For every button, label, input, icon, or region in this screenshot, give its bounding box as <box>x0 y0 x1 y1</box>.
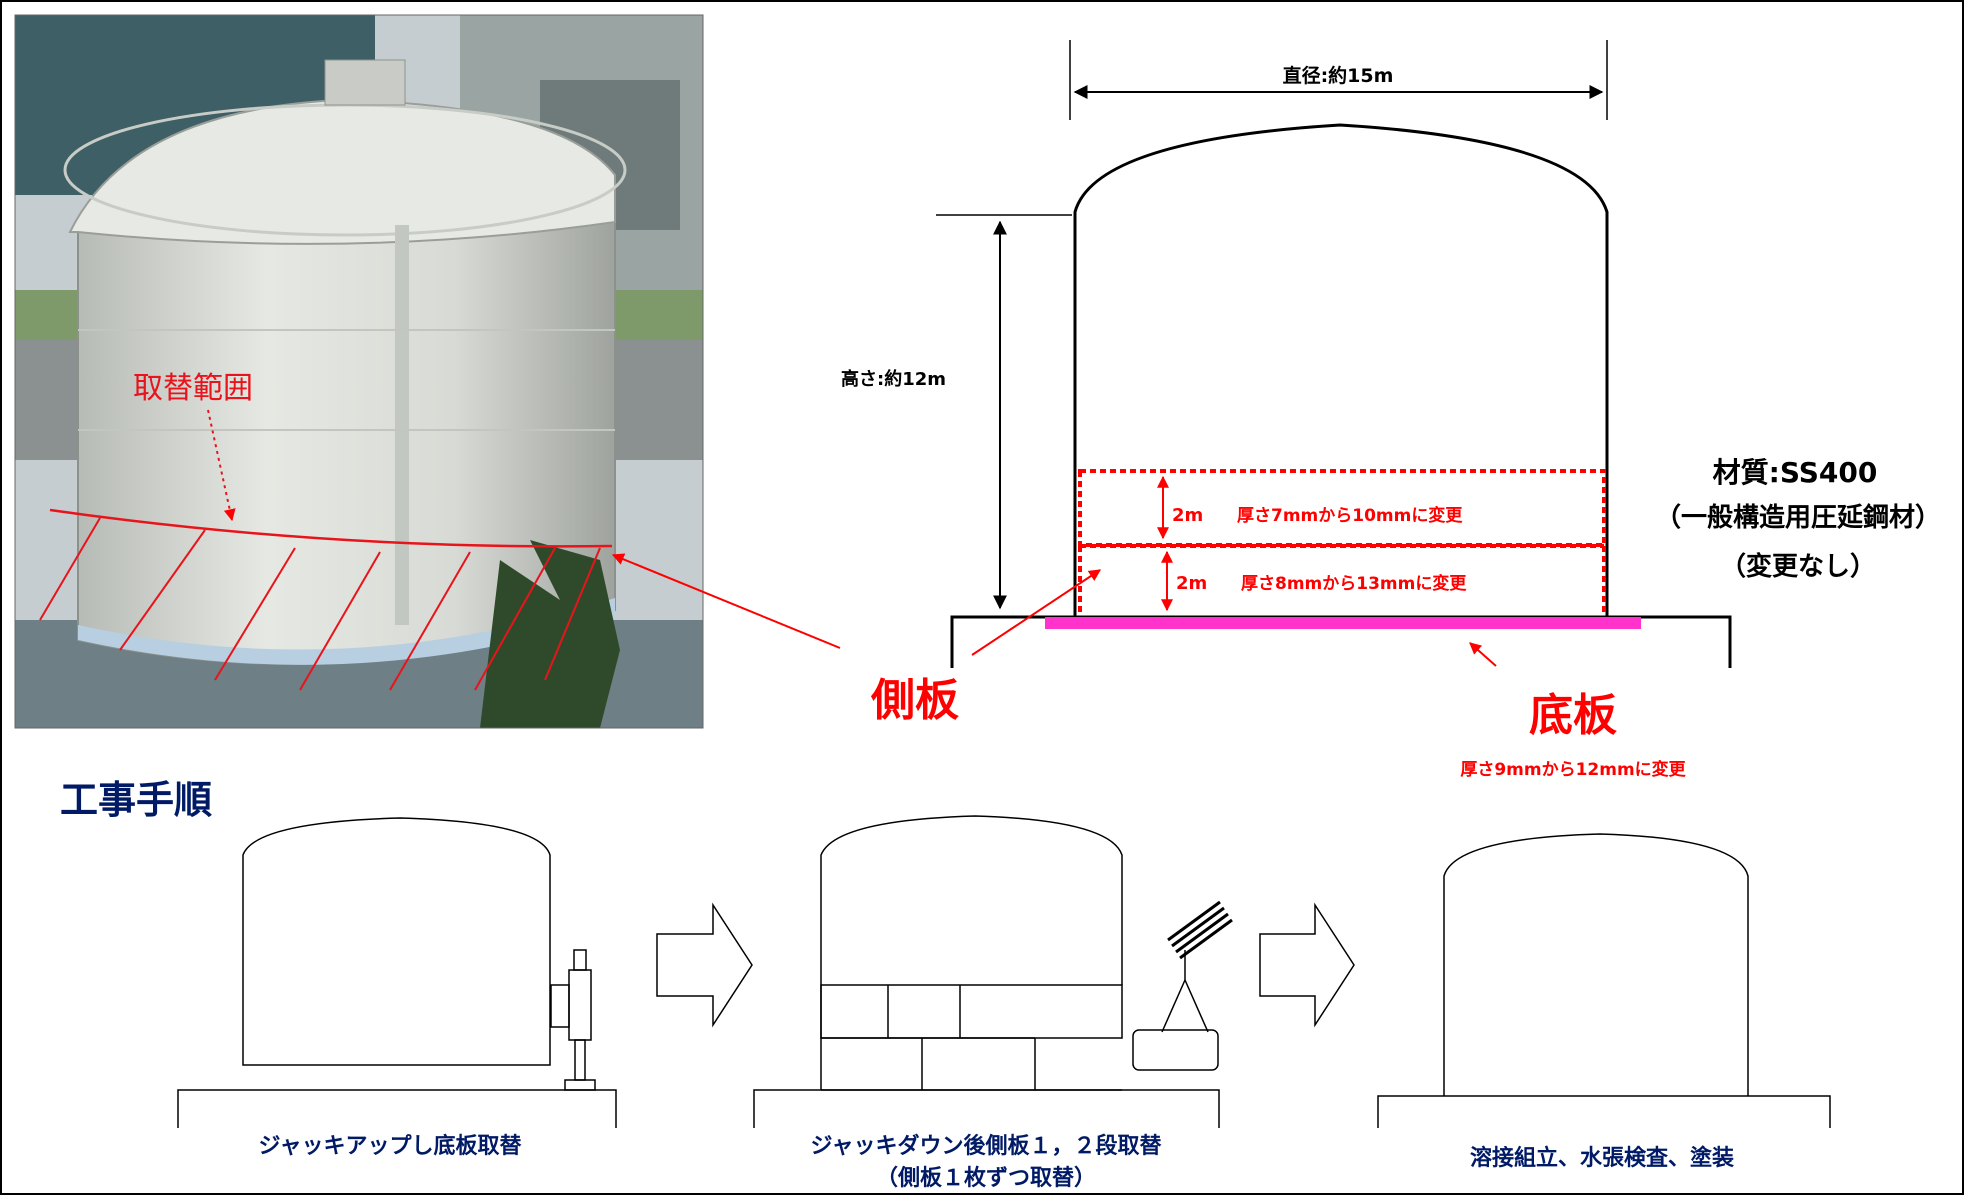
material-unchanged: （変更なし） <box>1720 551 1876 582</box>
step-3-tank <box>1443 833 1749 1096</box>
procedure-step-3: 溶接組立、水張検査、塗装 <box>1377 833 1831 1171</box>
tank-section-diagram: 直径:約15m 高さ:約12m 2m 厚さ7mmから10mmに変更 2m 厚さ8… <box>611 40 1941 780</box>
step-1-caption: ジャッキアップし底板取替 <box>259 1133 522 1159</box>
material-description: （一般構造用圧延鋼材） <box>1655 503 1941 533</box>
step-3-caption: 溶接組立、水張検査、塗装 <box>1470 1145 1734 1171</box>
side-plate-pointer-photo <box>611 553 841 649</box>
step-1-tank <box>242 817 551 1066</box>
step-1-foundation <box>177 1089 617 1128</box>
step-arrow <box>656 902 753 1028</box>
tank-base-blue <box>78 598 615 665</box>
replacement-range-label: 取替範囲 <box>133 371 253 406</box>
bottom-plate-label: 底板 <box>1529 690 1617 741</box>
procedure-title: 工事手順 <box>60 778 212 822</box>
tank-photo <box>15 15 703 728</box>
bottom-plate-bar <box>1045 617 1641 629</box>
tank-outline <box>1073 123 1609 617</box>
step-2-tank <box>820 815 1123 1091</box>
step-2-foundation <box>753 1089 1220 1128</box>
pine-tree <box>480 540 620 728</box>
side-plate-pointer-diagram <box>971 569 1101 656</box>
crane-plate-icon <box>1132 900 1233 1071</box>
ladder <box>395 225 409 625</box>
band-2-height: 2m <box>1176 573 1207 594</box>
side-plate-label: 側板 <box>870 675 959 726</box>
band-2-thickness-change: 厚さ8mmから13mmに変更 <box>1241 573 1467 594</box>
step-2-caption: ジャッキダウン後側板１，２段取替 <box>811 1133 1162 1159</box>
band-1-height: 2m <box>1172 505 1203 526</box>
replacement-hatching <box>39 517 601 691</box>
procedure-step-1: ジャッキアップし底板取替 <box>177 817 617 1159</box>
step-2-note: （側板１枚ずつ取替） <box>876 1165 1096 1191</box>
roof-equipment <box>324 59 406 106</box>
procedure-step-2: ジャッキダウン後側板１，２段取替 （側板１枚ずつ取替） <box>753 815 1233 1191</box>
annotation-pointer <box>207 409 236 522</box>
step-3-foundation <box>1377 1095 1831 1128</box>
material-label: 材質:SS400 <box>1713 456 1878 489</box>
side-plate-blocks <box>820 984 1123 1090</box>
jack-icon <box>550 949 596 1091</box>
tank-roof <box>68 98 616 245</box>
step-arrow <box>1259 902 1355 1028</box>
replacement-boundary-line <box>49 508 613 548</box>
diameter-label: 直径:約15m <box>1283 64 1394 87</box>
bottom-plate-pointer <box>1469 642 1497 667</box>
band-1-thickness-change: 厚さ7mmから10mmに変更 <box>1237 505 1463 526</box>
height-label: 高さ:約12m <box>841 368 946 390</box>
bottom-plate-thickness-change: 厚さ9mmから12mmに変更 <box>1460 759 1686 780</box>
photo-frame <box>14 14 704 729</box>
